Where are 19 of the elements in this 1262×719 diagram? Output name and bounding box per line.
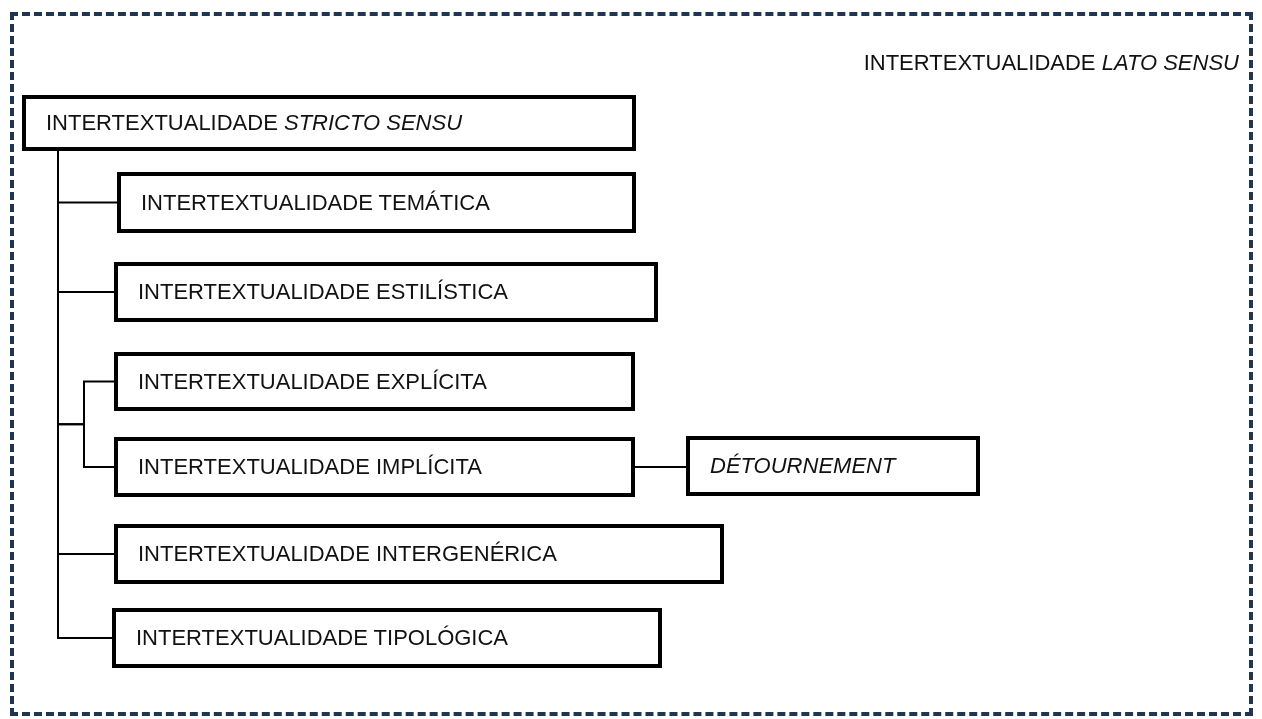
box-label: INTERTEXTUALIDADE STRICTO SENSU bbox=[46, 110, 463, 136]
subcategory-box bbox=[114, 352, 635, 411]
subcategory-box bbox=[114, 524, 724, 584]
subcategory-box bbox=[114, 262, 658, 322]
box-label: DÉTOURNEMENT bbox=[710, 453, 896, 479]
box-label: INTERTEXTUALIDADE TEMÁTICA bbox=[141, 189, 490, 216]
box-label: INTERTEXTUALIDADE TIPOLÓGICA bbox=[136, 625, 509, 651]
box-label: INTERTEXTUALIDADE ESTILÍSTICA bbox=[138, 279, 508, 305]
box-label: INTERTEXTUALIDADE IMPLÍCITA bbox=[138, 454, 482, 480]
box-label: INTERTEXTUALIDADE EXPLÍCITA bbox=[138, 368, 487, 395]
frame-heading: INTERTEXTUALIDADE LATO SENSU bbox=[863, 50, 1239, 76]
concept-box bbox=[686, 436, 980, 496]
subcategory-box bbox=[114, 437, 635, 497]
box-label: INTERTEXTUALIDADE INTERGENÉRICA bbox=[138, 541, 557, 567]
subcategory-box bbox=[117, 172, 636, 233]
category-box bbox=[22, 95, 636, 151]
connector-line bbox=[634, 466, 687, 468]
outer-dashed-frame bbox=[10, 12, 1253, 716]
subcategory-box bbox=[112, 608, 662, 668]
